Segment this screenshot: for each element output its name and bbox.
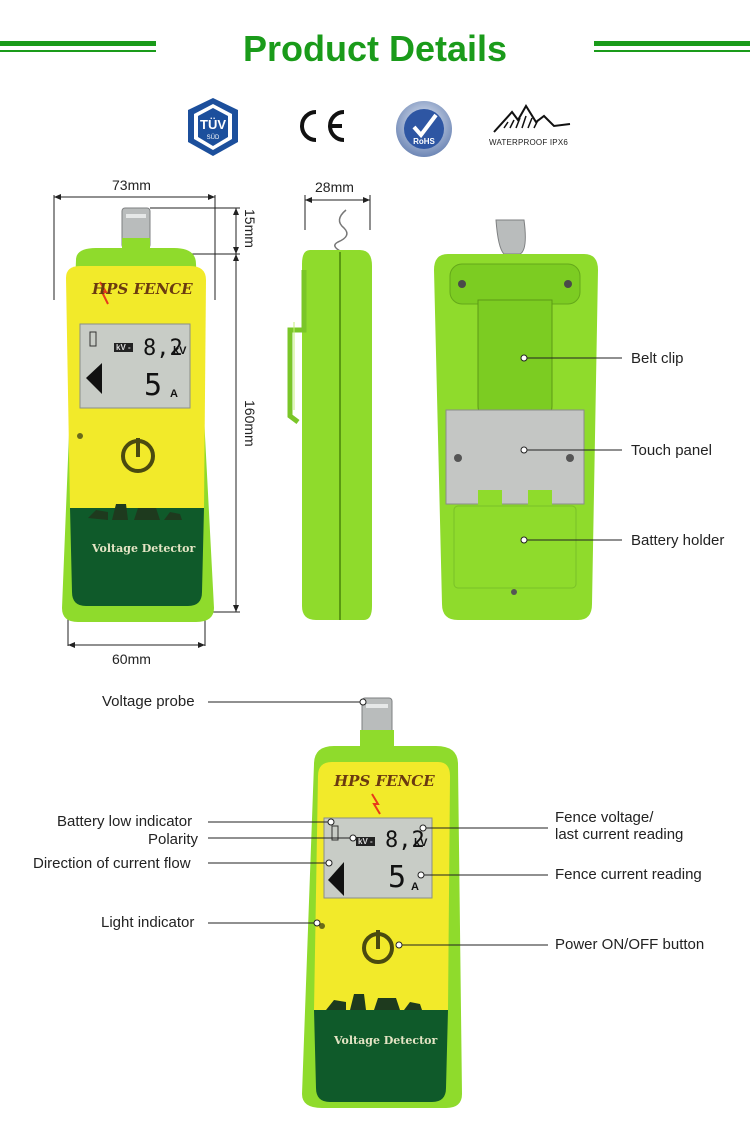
label-direction: Direction of current flow (33, 855, 191, 872)
device-front-voltage-tag: kV - (114, 343, 133, 352)
label-fence-current: Fence current reading (555, 866, 702, 883)
device-front-current-unit: A (170, 388, 178, 400)
dimension-depth: 28mm (315, 179, 354, 195)
header-line-left (0, 41, 156, 46)
device-annotated-brand: HPS FENCE (334, 772, 435, 790)
device-front-brand: HPS FENCE (92, 280, 193, 298)
label-fence-voltage-line2: last current reading (555, 826, 684, 843)
ce-mark-icon (300, 110, 345, 142)
dimension-width: 73mm (112, 177, 151, 193)
header-line-right-thin (594, 50, 750, 52)
header-line-right (594, 41, 750, 46)
label-belt-clip: Belt clip (631, 350, 684, 367)
device-annotated-voltage: 8,2 (385, 828, 425, 853)
page-title: Product Details (242, 28, 508, 69)
waterproof-icon (493, 104, 571, 133)
label-touch-panel: Touch panel (631, 442, 712, 459)
rohs-badge-icon: RoHS (396, 101, 452, 157)
back-leaders (520, 354, 622, 544)
svg-text:TÜV: TÜV (200, 117, 226, 132)
label-fence-voltage-line1: Fence voltage/ (555, 809, 654, 826)
label-battery-holder: Battery holder (631, 532, 725, 549)
device-front-voltage-unit: kV (173, 345, 187, 357)
header-line-left-thin (0, 50, 156, 52)
label-light: Light indicator (101, 914, 195, 931)
device-annotated-voltage-tag: kV - (356, 837, 375, 846)
tuv-sud-badge-icon: TÜV SÜD (188, 98, 238, 156)
dimension-body-width: 60mm (112, 651, 151, 667)
label-battery-low: Battery low indicator (57, 813, 193, 830)
device-annotated-view (302, 697, 462, 1108)
device-annotated-current-unit: A (411, 881, 419, 893)
svg-text:SÜD: SÜD (207, 134, 220, 141)
dimension-lines (53, 194, 371, 648)
label-voltage-probe: Voltage probe (102, 693, 195, 710)
device-front-view (62, 207, 214, 622)
waterproof-caption: WATERPROOF IPX6 (489, 138, 569, 147)
device-annotated-current: 5 (388, 860, 407, 895)
device-side-view (287, 209, 372, 620)
device-back-view (434, 219, 598, 620)
label-polarity: Polarity (148, 831, 199, 848)
annotation-leaders (208, 698, 548, 949)
device-front-voltage: 8,2 (143, 336, 183, 361)
device-front-name: Voltage Detector (92, 542, 196, 555)
device-annotated-name: Voltage Detector (334, 1034, 438, 1047)
device-annotated-voltage-unit: kV (414, 837, 428, 849)
label-power-button: Power ON/OFF button (555, 936, 705, 953)
device-front-current: 5 (144, 368, 163, 403)
svg-text:RoHS: RoHS (413, 137, 435, 146)
